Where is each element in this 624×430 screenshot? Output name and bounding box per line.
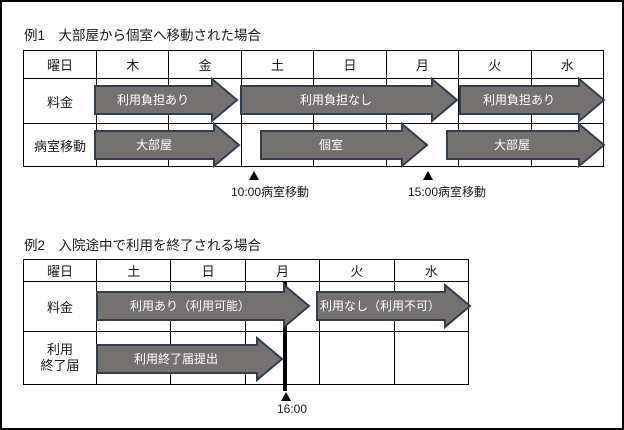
marker-label-1000: 10:00病室移動: [231, 185, 310, 199]
example1-day-sat: 土: [240, 51, 313, 78]
timeline-marker-icon: [281, 392, 291, 401]
example2-day-sat: 土: [96, 260, 170, 281]
arrow-label: 利用なし（利用不可）: [320, 299, 440, 313]
timeline-marker-icon: [423, 171, 433, 180]
arrow-shape: [260, 121, 429, 169]
arrow-fee-free: 利用負担なし: [240, 76, 459, 124]
arrow-label: 利用負担なし: [300, 93, 372, 107]
arrow-room-shared-2: 大部屋: [446, 121, 606, 169]
arrow-shape: [459, 76, 606, 124]
arrow-label: 大部屋: [494, 137, 530, 152]
arrow-label: 利用負担あり: [117, 93, 189, 107]
arrow-label: 大部屋: [136, 137, 172, 152]
example1-row-label-room-move: 病室移動: [24, 123, 96, 166]
example2-day-tue: 火: [319, 260, 393, 281]
end-notice-label-line1: 利用: [46, 342, 73, 357]
arrow-room-shared-1: 大部屋: [94, 121, 241, 169]
arrow-shape: [316, 282, 472, 330]
grid-cell: [393, 331, 468, 384]
arrow-label: 利用終了届提出: [134, 351, 218, 366]
arrow-label: 利用負担あり: [483, 93, 555, 107]
example1-day-mon: 月: [385, 51, 458, 78]
arrow-room-private: 個室: [260, 121, 429, 169]
example2-day-wed: 水: [393, 260, 468, 281]
arrow-label: 利用あり（利用可能）: [130, 299, 250, 313]
example2-row-label-end-notice: 利用 終了届: [24, 331, 96, 384]
arrow-shape: [446, 121, 606, 169]
example1-day-tue: 火: [458, 51, 530, 78]
arrow-shape: [240, 76, 459, 124]
arrow-shape: [94, 76, 239, 124]
arrow-shape: [96, 335, 284, 383]
grid-cell: [240, 123, 314, 166]
example1-corner-header: 曜日: [46, 58, 73, 73]
example1-day-wed: 水: [530, 51, 603, 78]
example1-row-label-fee: 料金: [24, 78, 96, 123]
end-notice-label-line2: 終了届: [40, 358, 80, 373]
example1-day-fri: 金: [168, 51, 240, 78]
example1-title: 例1 大部屋から個室へ移動された場合: [24, 28, 262, 43]
arrow-shape: [96, 282, 311, 330]
example2-row-label-fee: 料金: [24, 281, 96, 331]
example1-day-sun: 日: [313, 51, 385, 78]
arrow-end-notice-submit: 利用終了届提出: [96, 335, 284, 383]
marker-label-1500: 15:00病室移動: [408, 185, 487, 199]
marker-label-1600: 16:00: [277, 402, 308, 416]
example1-day-thu: 木: [96, 51, 168, 78]
example2-corner-header: 曜日: [46, 264, 73, 279]
arrow-fee-charged-2: 利用負担あり: [459, 76, 606, 124]
arrow-usage-unavailable: 利用なし（利用不可）: [316, 282, 472, 330]
example2-title: 例2 入院途中で利用を終了される場合: [24, 238, 262, 253]
arrow-shape: [94, 121, 241, 169]
cutoff-time-line: [283, 281, 287, 391]
arrow-label: 個室: [319, 137, 343, 152]
grid-cell: [319, 331, 394, 384]
arrow-fee-charged-1: 利用負担あり: [94, 76, 239, 124]
example2-day-mon: 月: [244, 260, 319, 281]
timeline-marker-icon: [249, 171, 259, 180]
grid-cell: [458, 78, 531, 123]
example2-day-sun: 日: [170, 260, 244, 281]
arrow-usage-available: 利用あり（利用可能）: [96, 282, 311, 330]
